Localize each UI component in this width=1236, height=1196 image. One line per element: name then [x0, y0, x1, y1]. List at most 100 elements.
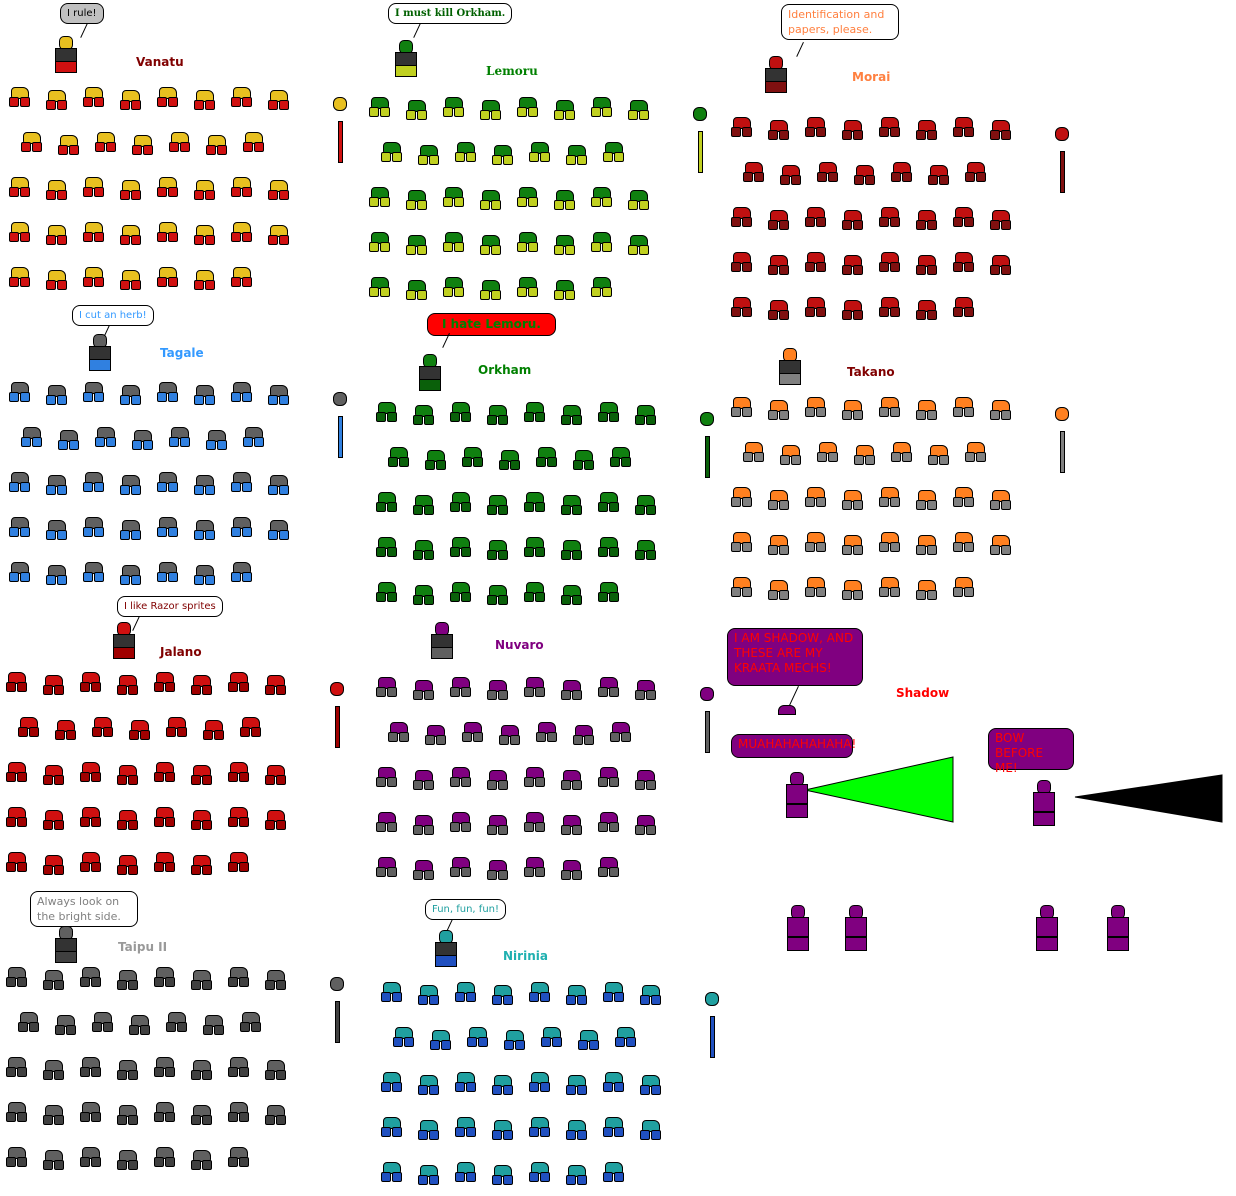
- sprite-frame: [45, 268, 69, 290]
- sprite-frame: [915, 298, 939, 320]
- character-portrait-vanatu: [52, 36, 78, 73]
- sprite-frame: [516, 275, 540, 297]
- sprite-frame: [267, 518, 291, 540]
- sprite-frame: [156, 265, 180, 287]
- sprite-frame: [168, 130, 192, 152]
- sprite-frame: [560, 538, 584, 560]
- sprite-frame: [915, 253, 939, 275]
- sprite-frame: [45, 518, 69, 540]
- sprite-frame: [193, 88, 217, 110]
- sprite-frame: [230, 265, 254, 287]
- sprite-frame: [412, 583, 436, 605]
- sprite-frame: [82, 175, 106, 197]
- sprite-frame: [8, 175, 32, 197]
- sprite-frame: [528, 140, 552, 162]
- sprite-frame: [878, 295, 902, 317]
- sprite-frame: [82, 470, 106, 492]
- sprite-frame: [119, 178, 143, 200]
- sprite-frame: [8, 515, 32, 537]
- sprite-frame: [989, 253, 1013, 275]
- sprite-frame: [523, 490, 547, 512]
- sprite-frame: [523, 580, 547, 602]
- sprite-frame: [156, 175, 180, 197]
- sprite-frame: [156, 85, 180, 107]
- sprite-frame: [119, 473, 143, 495]
- sprite-frame: [779, 163, 803, 185]
- sprite-frame: [841, 208, 865, 230]
- sprite-frame: [523, 535, 547, 557]
- sprite-frame: [119, 563, 143, 585]
- sprite-frame: [8, 85, 32, 107]
- kraata-mech: [1104, 905, 1130, 951]
- sprite-frame: [742, 440, 766, 462]
- sprite-frame: [590, 95, 614, 117]
- sprite-frame: [479, 98, 503, 120]
- weapon-icon: [338, 121, 343, 163]
- character-portrait-takano: [776, 348, 802, 385]
- sprite-frame: [841, 118, 865, 140]
- sprite-frame: [804, 295, 828, 317]
- sprite-frame: [952, 395, 976, 417]
- weapon-icon: [1060, 151, 1065, 193]
- sprite-frame: [380, 140, 404, 162]
- sprite-frame: [230, 470, 254, 492]
- sprite-frame: [878, 250, 902, 272]
- character-label-morai: Morai: [852, 70, 891, 84]
- sprite-frame: [491, 143, 515, 165]
- sprite-frame: [193, 518, 217, 540]
- sprite-frame: [94, 425, 118, 447]
- sprite-frame: [989, 208, 1013, 230]
- sprite-frame: [553, 233, 577, 255]
- sprite-frame: [375, 535, 399, 557]
- sprite-frame: [853, 163, 877, 185]
- sprite-frame: [989, 118, 1013, 140]
- mask-icon: [333, 97, 347, 111]
- sprite-frame: [375, 580, 399, 602]
- sprite-frame: [442, 230, 466, 252]
- character-portrait-orkham: [416, 354, 442, 391]
- sprite-frame: [449, 490, 473, 512]
- character-portrait-morai: [762, 56, 788, 93]
- sprite-frame: [915, 118, 939, 140]
- sprite-frame: [82, 380, 106, 402]
- sprite-frame: [486, 493, 510, 515]
- speech-bubble-tagale: I cut an herb!: [72, 305, 154, 326]
- sprite-frame: [119, 88, 143, 110]
- sprite-frame: [952, 115, 976, 137]
- sprite-frame: [131, 428, 155, 450]
- sprite-frame: [597, 400, 621, 422]
- sprite-frame: [230, 515, 254, 537]
- sprite-frame: [230, 560, 254, 582]
- mask-icon: [333, 392, 347, 406]
- sprite-frame: [779, 443, 803, 465]
- sprite-frame: [94, 130, 118, 152]
- sprite-frame: [267, 473, 291, 495]
- sprite-frame: [8, 265, 32, 287]
- sprite-frame: [590, 185, 614, 207]
- sprite-frame: [535, 445, 559, 467]
- sprite-frame: [412, 403, 436, 425]
- sprite-frame: [45, 178, 69, 200]
- sprite-frame: [205, 133, 229, 155]
- sprite-frame: [119, 223, 143, 245]
- sprite-frame: [560, 583, 584, 605]
- sprite-frame: [119, 383, 143, 405]
- sprite-frame: [45, 88, 69, 110]
- sprite-frame: [730, 295, 754, 317]
- sprite-frame: [405, 188, 429, 210]
- sprite-frame: [193, 268, 217, 290]
- speech-bubble-vanatu: I rule!: [60, 3, 104, 24]
- character-label-lemoru: Lemoru: [486, 64, 538, 78]
- sprite-frame: [804, 205, 828, 227]
- sprite-frame: [560, 403, 584, 425]
- sprite-frame: [375, 490, 399, 512]
- sprite-frame: [45, 473, 69, 495]
- sprite-frame: [461, 445, 485, 467]
- kraata-mech: [784, 905, 810, 951]
- sprite-frame: [634, 493, 658, 515]
- sprite-frame: [442, 275, 466, 297]
- sprite-frame: [730, 115, 754, 137]
- sprite-frame: [368, 230, 392, 252]
- sprite-frame: [878, 205, 902, 227]
- sprite-frame: [405, 278, 429, 300]
